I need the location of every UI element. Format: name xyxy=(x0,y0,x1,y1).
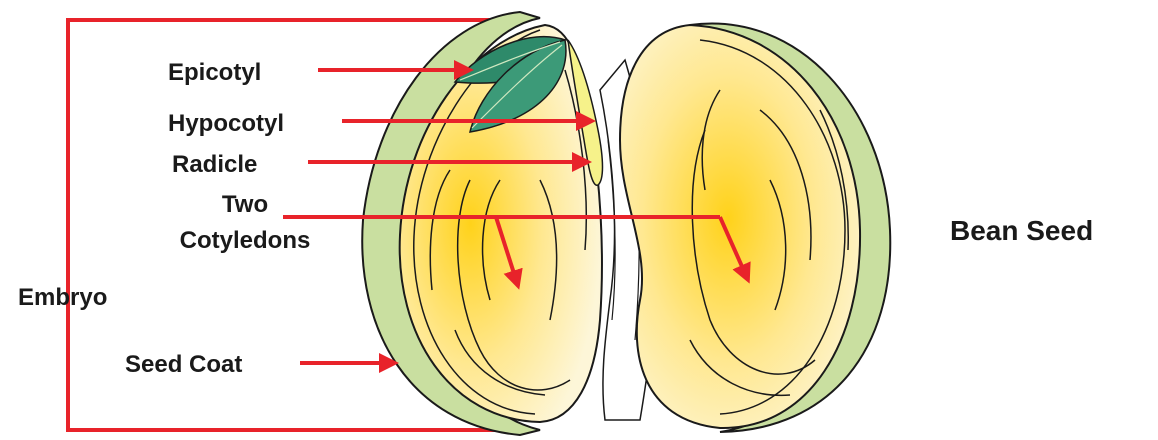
label-seed-coat: Seed Coat xyxy=(125,351,242,378)
label-hypocotyl: Hypocotyl xyxy=(168,110,284,137)
left-seed-half xyxy=(362,12,602,435)
label-epicotyl: Epicotyl xyxy=(168,59,261,86)
label-cotyledons-line2: Cotyledons xyxy=(180,227,311,254)
label-radicle: Radicle xyxy=(172,151,257,178)
diagram-title: Bean Seed xyxy=(950,215,1093,246)
label-embryo: Embryo xyxy=(18,284,107,311)
right-seed-half xyxy=(620,24,890,432)
label-cotyledons-line1: Two xyxy=(222,191,268,218)
